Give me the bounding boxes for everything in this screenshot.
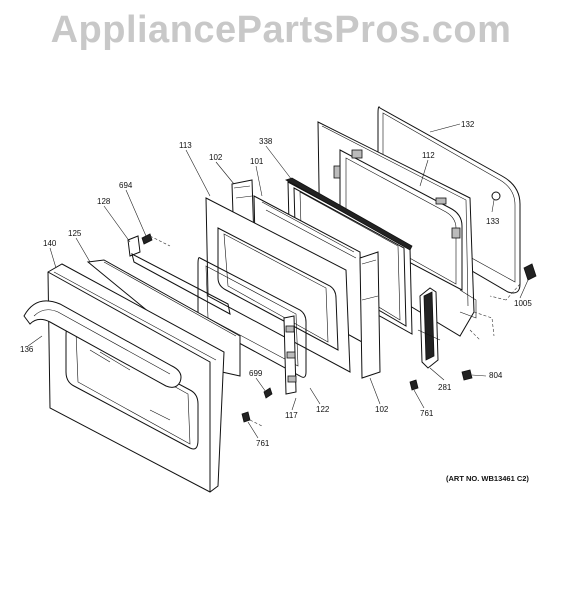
window-gasket-122 bbox=[197, 257, 307, 378]
label-117: 117 bbox=[285, 411, 298, 420]
hinge-strip-117 bbox=[283, 315, 297, 395]
label-122: 122 bbox=[316, 405, 330, 414]
label-694: 694 bbox=[119, 181, 133, 190]
screw-761-left bbox=[241, 411, 251, 423]
label-128: 128 bbox=[97, 197, 111, 206]
watermark-logo: AppliancePartsPros.com bbox=[50, 9, 512, 51]
screw-699 bbox=[263, 387, 273, 399]
label-136: 136 bbox=[20, 345, 34, 354]
label-112: 112 bbox=[422, 151, 435, 160]
label-699: 699 bbox=[249, 369, 263, 378]
bumper-1005 bbox=[523, 263, 537, 281]
label-140: 140 bbox=[43, 239, 57, 248]
label-132: 132 bbox=[461, 120, 475, 129]
label-338: 338 bbox=[259, 137, 273, 146]
leader-lines bbox=[27, 123, 529, 439]
label-281: 281 bbox=[438, 383, 452, 392]
door-handle-136 bbox=[23, 300, 182, 388]
hinge-281 bbox=[417, 287, 441, 369]
label-133: 133 bbox=[486, 217, 500, 226]
label-102-left: 102 bbox=[209, 153, 223, 162]
label-761-left: 761 bbox=[256, 439, 270, 448]
part-labels: 132 112 338 113 102 101 694 128 125 140 … bbox=[20, 120, 532, 448]
screw-761-right bbox=[409, 379, 419, 391]
insulation-block-102-right bbox=[359, 251, 381, 379]
screw-133 bbox=[491, 191, 501, 201]
label-102-right: 102 bbox=[375, 405, 389, 414]
label-101: 101 bbox=[250, 157, 264, 166]
screw-804 bbox=[461, 369, 473, 381]
label-761-right: 761 bbox=[420, 409, 434, 418]
window-frame-113 bbox=[205, 197, 351, 373]
screw-694 bbox=[141, 233, 153, 245]
label-125: 125 bbox=[68, 229, 82, 238]
label-804: 804 bbox=[489, 371, 503, 380]
label-113: 113 bbox=[179, 141, 192, 150]
art-number: (ART NO. WB13461 C2) bbox=[446, 474, 529, 483]
label-1005: 1005 bbox=[514, 299, 532, 308]
bracket-128 bbox=[127, 235, 231, 315]
